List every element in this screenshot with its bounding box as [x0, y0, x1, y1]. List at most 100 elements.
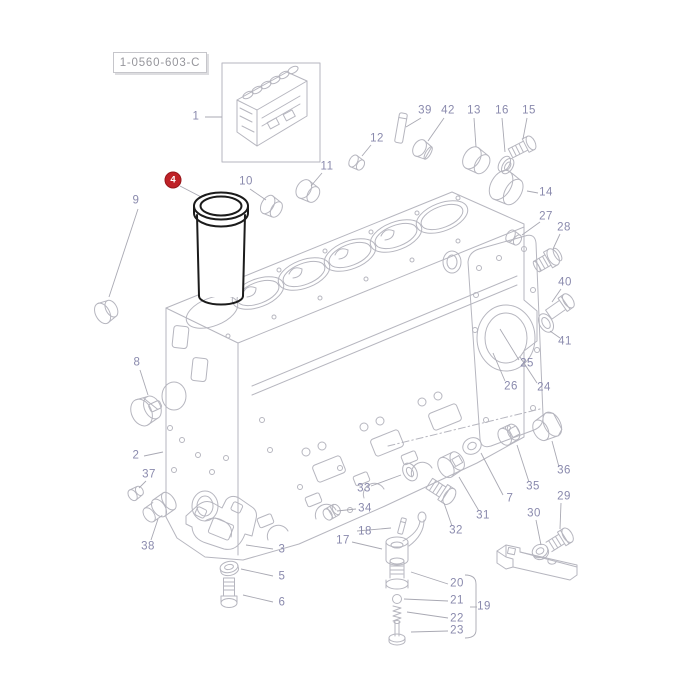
callout-39[interactable]: 39 [418, 104, 432, 117]
leader-line-40 [551, 288, 562, 303]
leader-line-7 [480, 452, 504, 496]
callout-18[interactable]: 18 [358, 525, 372, 538]
leader-line-12 [361, 144, 372, 157]
leader-line-26 [492, 352, 506, 382]
callout-22[interactable]: 22 [450, 612, 464, 625]
callout-26[interactable]: 26 [504, 380, 518, 393]
leader-line-15 [522, 117, 528, 140]
part-29-bolt [545, 527, 574, 553]
leader-line-34 [336, 508, 357, 512]
callout-highlighted-4[interactable]: 4 [164, 171, 182, 189]
leader-line-21 [403, 598, 449, 602]
part-34-plug [322, 503, 341, 521]
part-7-seal-ring [462, 437, 482, 455]
callout-19[interactable]: 19 [477, 600, 491, 613]
leader-line-9 [108, 208, 139, 298]
callout-30[interactable]: 30 [527, 507, 541, 520]
callout-37[interactable]: 37 [142, 468, 156, 481]
leader-line-25 [499, 328, 520, 361]
group-19-bracket [464, 574, 477, 639]
callout-15[interactable]: 15 [522, 104, 536, 117]
callout-25[interactable]: 25 [520, 357, 534, 370]
leader-line-8 [139, 369, 149, 396]
leader-line-5 [240, 568, 274, 577]
leader-line-6 [242, 594, 274, 603]
callout-42[interactable]: 42 [441, 104, 455, 117]
part-14-cup-plug-large [488, 169, 524, 206]
callout-29[interactable]: 29 [557, 490, 571, 503]
callout-3[interactable]: 3 [278, 543, 286, 556]
part-40-bolt [545, 293, 575, 320]
leader-line-37 [138, 480, 147, 489]
callout-2[interactable]: 2 [132, 449, 140, 462]
leader-line-33 [370, 474, 402, 487]
part-42-tapered-cup [412, 139, 433, 160]
callout-14[interactable]: 14 [539, 186, 553, 199]
leader-line-39 [405, 117, 422, 128]
catalog-code-label: 1-0560-603-C [113, 52, 207, 73]
callout-38[interactable]: 38 [141, 540, 155, 553]
part-31-socket-plug [437, 451, 465, 479]
part-38-stepped-plug [142, 491, 177, 523]
callout-16[interactable]: 16 [495, 104, 509, 117]
leader-line-13 [473, 117, 477, 148]
callout-24[interactable]: 24 [537, 381, 551, 394]
leader-line-10 [249, 188, 267, 201]
leader-line-32 [443, 502, 453, 527]
leader-line-22 [406, 611, 449, 619]
callout-5[interactable]: 5 [278, 570, 286, 583]
part-22-spring [392, 605, 402, 622]
callout-6[interactable]: 6 [278, 596, 286, 609]
part-36-hex-plug [532, 411, 563, 442]
leader-line-3 [245, 544, 274, 550]
callout-20[interactable]: 20 [450, 577, 464, 590]
leader-line-36 [551, 440, 560, 468]
engine-block-drawing [161, 191, 544, 561]
leader-line-20 [410, 571, 449, 585]
callout-11[interactable]: 11 [320, 160, 334, 173]
part-20-valve-body [385, 557, 409, 590]
callout-28[interactable]: 28 [557, 221, 571, 234]
part-8-front-plug [130, 395, 163, 427]
part-33-washer [402, 462, 418, 482]
callout-23[interactable]: 23 [450, 624, 464, 637]
part-6-bolt [220, 577, 238, 608]
callout-9[interactable]: 9 [132, 194, 140, 207]
part-9-cup-plug [94, 299, 119, 325]
part-18-jet-pin [397, 517, 407, 535]
callout-27[interactable]: 27 [539, 210, 553, 223]
leader-line-24 [519, 356, 538, 384]
callout-32[interactable]: 32 [449, 524, 463, 537]
leader-line-2 [143, 451, 164, 457]
leader-line-31 [458, 476, 480, 512]
callout-13[interactable]: 13 [467, 104, 481, 117]
callout-8[interactable]: 8 [133, 356, 141, 369]
leader-line-35 [516, 444, 530, 483]
callout-35[interactable]: 35 [526, 480, 540, 493]
catalog-code-text: 1-0560-603-C [119, 56, 201, 69]
callout-12[interactable]: 12 [370, 132, 384, 145]
part-12-bush [348, 154, 366, 171]
callout-21[interactable]: 21 [450, 594, 464, 607]
callout-40[interactable]: 40 [558, 276, 572, 289]
leader-line-41 [549, 330, 561, 339]
leader-line-14 [526, 190, 539, 194]
callout-34[interactable]: 34 [358, 502, 372, 515]
leader-line-11 [310, 172, 323, 187]
leader-line-16 [501, 117, 506, 153]
callout-17[interactable]: 17 [336, 534, 350, 547]
callout-7[interactable]: 7 [506, 492, 514, 505]
callout-36[interactable]: 36 [557, 464, 571, 477]
part-15-bolt [507, 135, 537, 159]
callout-1[interactable]: 1 [192, 110, 200, 123]
part-4-cylinder-liner-drawing[interactable] [193, 191, 249, 306]
leader-lines [108, 116, 562, 633]
leader-line-27 [521, 221, 541, 236]
callout-10[interactable]: 10 [239, 175, 253, 188]
callout-33[interactable]: 33 [357, 482, 371, 495]
callout-31[interactable]: 31 [476, 509, 490, 522]
small-parts-drawings [94, 112, 578, 646]
callout-41[interactable]: 41 [558, 335, 572, 348]
leader-line-28 [552, 233, 561, 250]
